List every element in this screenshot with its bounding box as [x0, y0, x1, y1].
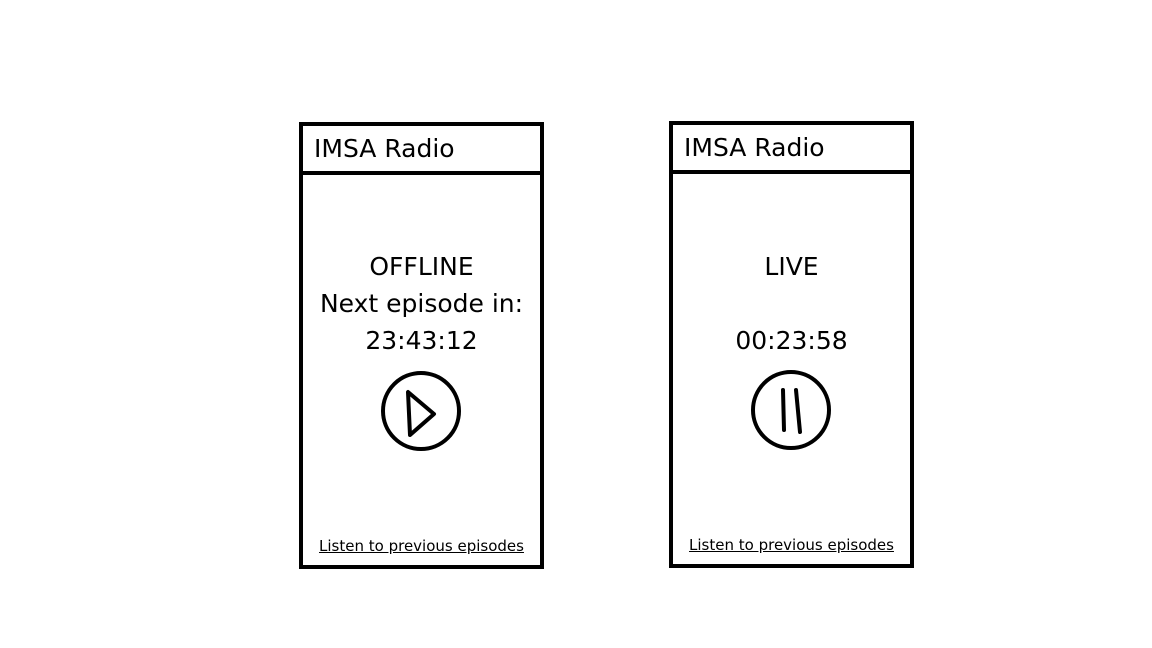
status-label: OFFLINE: [369, 252, 474, 281]
app-title: IMSA Radio: [314, 134, 455, 163]
countdown-timer: 23:43:12: [365, 326, 478, 355]
next-episode-label: Next episode in:: [319, 289, 524, 318]
live-screen: IMSA Radio LIVE 00:23:58 Listen to previ…: [669, 121, 914, 568]
app-header: IMSA Radio: [673, 125, 910, 174]
play-icon: [381, 371, 461, 451]
status-label: LIVE: [764, 252, 819, 281]
pause-icon: [751, 370, 831, 450]
pause-button[interactable]: [749, 368, 833, 452]
app-title: IMSA Radio: [684, 133, 825, 162]
previous-episodes-link[interactable]: Listen to previous episodes: [689, 536, 894, 554]
offline-screen: IMSA Radio OFFLINE Next episode in: 23:4…: [299, 122, 544, 569]
previous-episodes-link[interactable]: Listen to previous episodes: [319, 537, 524, 555]
play-button[interactable]: [379, 369, 463, 453]
app-header: IMSA Radio: [303, 126, 540, 175]
elapsed-timer: 00:23:58: [735, 326, 848, 355]
